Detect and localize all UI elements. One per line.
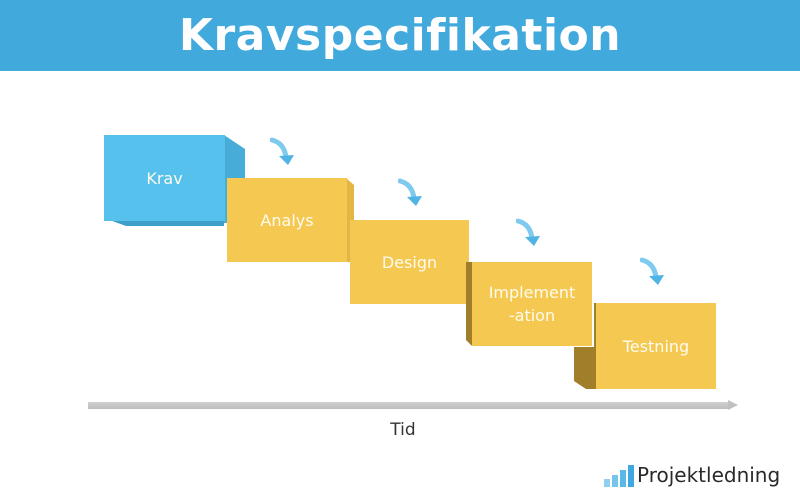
phase-label-line2: -ation	[508, 306, 556, 325]
phase-label: Design	[350, 220, 469, 304]
curved-down-arrow-icon	[398, 178, 422, 206]
phase-label: Implement -ation	[472, 262, 592, 346]
curved-down-arrow-icon	[640, 257, 664, 285]
phase-label: Krav	[104, 135, 225, 221]
page-title: Kravspecifikation	[178, 10, 622, 61]
phase-label: Testning	[596, 303, 716, 389]
curved-down-arrow-icon	[270, 137, 294, 165]
bar-chart-logo-icon	[604, 464, 634, 487]
box-side-face	[574, 303, 596, 389]
header-banner: Kravspecifikation	[0, 0, 800, 71]
phase-label-line1: Implement	[488, 283, 576, 302]
brand-logo: Projektledning	[604, 463, 780, 487]
phase-label: Analys	[227, 178, 347, 262]
timeline-arrowhead-icon	[728, 400, 738, 410]
brand-name: Projektledning	[637, 463, 781, 487]
box-side-face	[466, 262, 472, 346]
timeline-axis	[88, 402, 728, 409]
timeline-label: Tid	[390, 420, 416, 440]
curved-down-arrow-icon	[516, 218, 540, 246]
